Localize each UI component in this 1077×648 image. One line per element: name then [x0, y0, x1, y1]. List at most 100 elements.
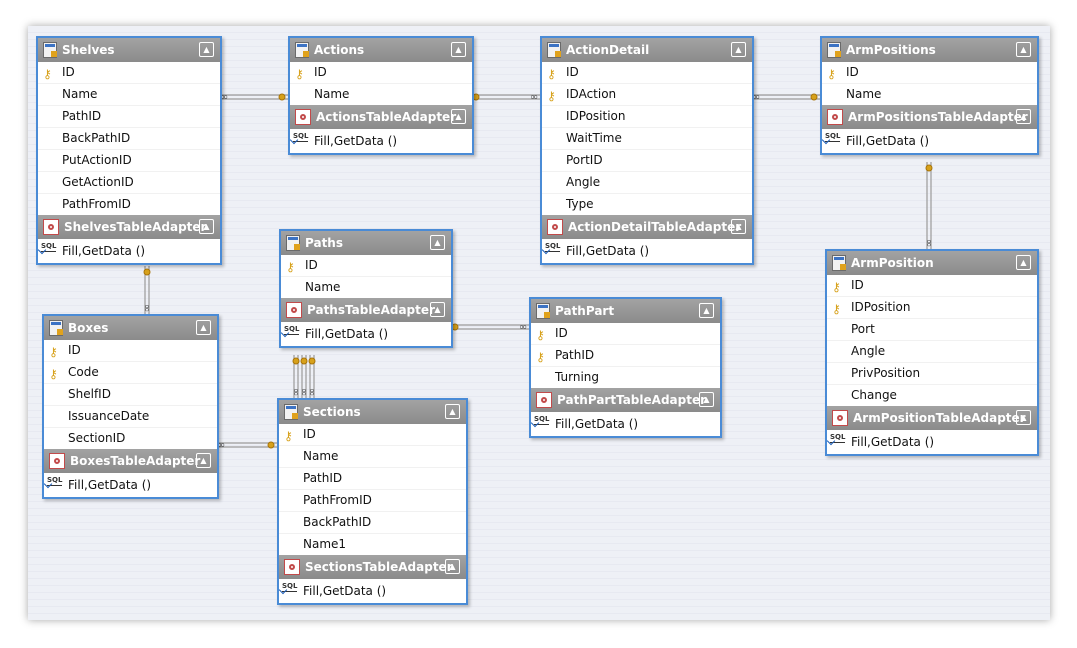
field-row[interactable]: BackPathID	[279, 511, 466, 533]
field-row[interactable]: PathID	[38, 105, 220, 127]
field-row[interactable]: ⚷ID	[290, 62, 472, 83]
field-row[interactable]: Change	[827, 384, 1037, 406]
field-row[interactable]: ⚷ID	[531, 323, 720, 344]
table-header[interactable]: Actions▲	[290, 38, 472, 62]
table-adapter-name: PathsTableAdapter	[307, 303, 435, 317]
collapse-icon[interactable]: ▲	[731, 42, 746, 57]
field-row[interactable]: Type	[542, 193, 752, 215]
field-row[interactable]: PathFromID	[38, 193, 220, 215]
field-row[interactable]: PathID	[279, 467, 466, 489]
table-adapter-header[interactable]: ActionsTableAdapter▲	[290, 105, 472, 129]
field-row[interactable]: ⚷ID	[827, 275, 1037, 296]
collapse-icon[interactable]: ▲	[196, 453, 211, 468]
field-row[interactable]: BackPathID	[38, 127, 220, 149]
field-name: IDAction	[566, 87, 617, 101]
table-adapter-header[interactable]: ArmPositionsTableAdapter▲	[822, 105, 1037, 129]
collapse-icon[interactable]: ▲	[451, 42, 466, 57]
field-row[interactable]: PutActionID	[38, 149, 220, 171]
collapse-icon[interactable]: ▲	[731, 219, 746, 234]
field-row[interactable]: PrivPosition	[827, 362, 1037, 384]
collapse-icon[interactable]: ▲	[1016, 109, 1031, 124]
field-row[interactable]: IDPosition	[542, 105, 752, 127]
collapse-icon[interactable]: ▲	[430, 235, 445, 250]
field-row[interactable]: Name	[822, 83, 1037, 105]
field-row[interactable]: ⚷ID	[822, 62, 1037, 83]
collapse-icon[interactable]: ▲	[199, 219, 214, 234]
field-row[interactable]: ⚷ID	[281, 255, 451, 276]
field-row[interactable]: Name1	[279, 533, 466, 555]
table-header[interactable]: Paths▲	[281, 231, 451, 255]
table-adapter-header[interactable]: ArmPositionTableAdapter▲	[827, 406, 1037, 430]
collapse-icon[interactable]: ▲	[451, 109, 466, 124]
collapse-icon[interactable]: ▲	[1016, 42, 1031, 57]
field-row[interactable]: Name	[290, 83, 472, 105]
collapse-icon[interactable]: ▲	[699, 303, 714, 318]
field-row[interactable]: ⚷IDAction	[542, 83, 752, 105]
table-adapter-header[interactable]: ActionDetailTableAdapter▲	[542, 215, 752, 239]
primary-key-icon: ⚷	[43, 67, 52, 81]
field-row[interactable]: SectionID	[44, 427, 217, 449]
table-header[interactable]: Boxes▲	[44, 316, 217, 340]
field-row[interactable]: Port	[827, 318, 1037, 340]
table-adapter-header[interactable]: PathPartTableAdapter▲	[531, 388, 720, 412]
table-header[interactable]: Shelves▲	[38, 38, 220, 62]
field-row[interactable]: ⚷ID	[542, 62, 752, 83]
collapse-icon[interactable]: ▲	[1016, 255, 1031, 270]
query-method-label: Fill,GetData ()	[68, 478, 152, 492]
field-row[interactable]: ⚷ID	[279, 424, 466, 445]
table-adapter-header[interactable]: BoxesTableAdapter▲	[44, 449, 217, 473]
table-header[interactable]: PathPart▲	[531, 299, 720, 323]
field-row[interactable]: Turning	[531, 366, 720, 388]
table-header[interactable]: ArmPositions▲	[822, 38, 1037, 62]
table-adapter-header[interactable]: PathsTableAdapter▲	[281, 298, 451, 322]
collapse-icon[interactable]: ▲	[699, 392, 714, 407]
table-header[interactable]: ArmPosition▲	[827, 251, 1037, 275]
collapse-icon[interactable]: ▲	[445, 404, 460, 419]
field-row[interactable]: PortID	[542, 149, 752, 171]
collapse-icon[interactable]: ▲	[1016, 410, 1031, 425]
collapse-icon[interactable]: ▲	[199, 42, 214, 57]
collapse-icon[interactable]: ▲	[430, 302, 445, 317]
field-row[interactable]: Name	[38, 83, 220, 105]
table-adapter-header[interactable]: ShelvesTableAdapter▲	[38, 215, 220, 239]
field-row[interactable]: WaitTime	[542, 127, 752, 149]
table-adapter-header[interactable]: SectionsTableAdapter▲	[279, 555, 466, 579]
field-row[interactable]: PathFromID	[279, 489, 466, 511]
field-row[interactable]: Name	[281, 276, 451, 298]
field-row[interactable]: Angle	[542, 171, 752, 193]
table-header[interactable]: Sections▲	[279, 400, 466, 424]
table-header[interactable]: ActionDetail▲	[542, 38, 752, 62]
field-row[interactable]: ⚷ID	[38, 62, 220, 83]
field-row[interactable]: GetActionID	[38, 171, 220, 193]
field-row[interactable]: ⚷IDPosition	[827, 296, 1037, 318]
field-row[interactable]: ⚷PathID	[531, 344, 720, 366]
field-row[interactable]: ShelfID	[44, 383, 217, 405]
field-row[interactable]: ⚷Code	[44, 361, 217, 383]
collapse-icon[interactable]: ▲	[196, 320, 211, 335]
primary-key-icon: ⚷	[286, 260, 295, 274]
field-row[interactable]: IssuanceDate	[44, 405, 217, 427]
field-row[interactable]: Name	[279, 445, 466, 467]
field-row[interactable]: Angle	[827, 340, 1037, 362]
field-row[interactable]: ⚷ID	[44, 340, 217, 361]
collapse-icon[interactable]: ▲	[445, 559, 460, 574]
field-name: ID	[555, 326, 568, 340]
